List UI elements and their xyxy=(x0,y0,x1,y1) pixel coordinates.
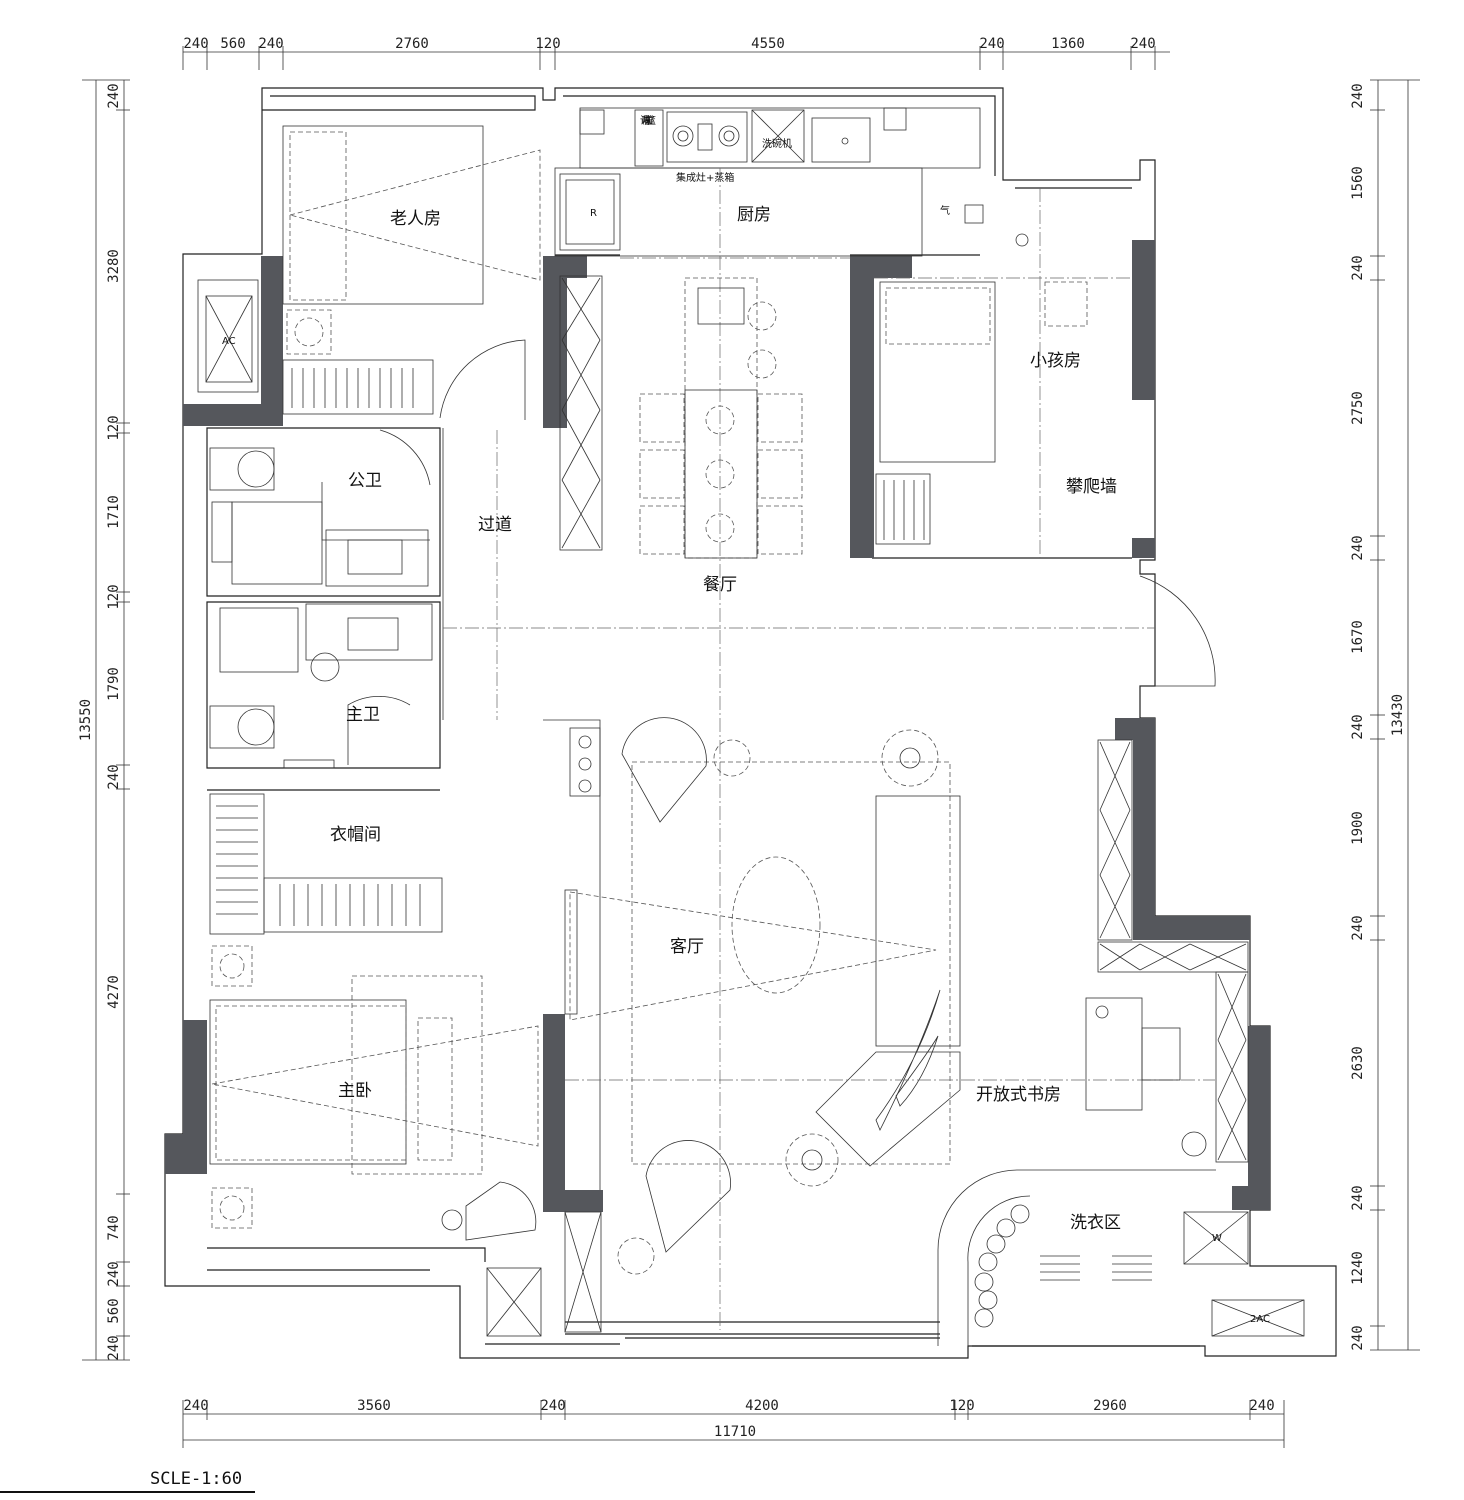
dishwasher-label: 洗碗机 xyxy=(762,137,792,150)
cloakroom: 衣帽间 xyxy=(209,793,443,935)
scale-note: SCLE-1:60 xyxy=(0,1469,255,1493)
master-bath-label: 主卫 xyxy=(346,705,380,725)
dim-bottom-5: 120 xyxy=(949,1398,974,1414)
dim-right-total: 13430 xyxy=(1390,694,1406,736)
dim-left-11: 560 xyxy=(106,1298,122,1323)
dim-left-10: 240 xyxy=(106,1261,122,1286)
dim-right-6: 1670 xyxy=(1350,620,1366,654)
dim-right-8: 1900 xyxy=(1350,811,1366,845)
kitchen-fixtures: R 调味拉篮 集成灶+蒸箱 洗碗机 气 厨房 xyxy=(554,107,984,1330)
public-bath: 公卫 xyxy=(209,429,431,587)
dim-bottom-4: 4200 xyxy=(745,1398,779,1414)
dim-right-10: 2630 xyxy=(1350,1046,1366,1080)
ac-label-2: 2AC xyxy=(1250,1314,1270,1325)
elder-room: 老人房 xyxy=(282,125,541,420)
master-bedroom-label: 主卧 xyxy=(338,1081,372,1101)
master-bedroom: 主卧 xyxy=(209,945,542,1337)
dim-top-1: 240 xyxy=(183,36,208,52)
dim-left-9: 740 xyxy=(106,1215,122,1240)
living-room-label: 客厅 xyxy=(670,937,704,957)
seasoning-basket-label: 调味拉篮 xyxy=(640,114,656,127)
washer-label: W xyxy=(1212,1233,1222,1244)
dim-top-9: 240 xyxy=(1130,36,1155,52)
open-study-label: 开放式书房 xyxy=(976,1085,1061,1105)
dim-top-8: 1360 xyxy=(1051,36,1085,52)
dim-right-4: 2750 xyxy=(1350,391,1366,425)
dim-top-2: 560 xyxy=(220,36,245,52)
dim-left-12: 240 xyxy=(106,1335,122,1360)
dim-bottom-2: 3560 xyxy=(357,1398,391,1414)
dim-left-6: 1790 xyxy=(106,667,122,701)
dining-label: 餐厅 xyxy=(703,575,737,595)
dimension-top: 240 560 240 2760 120 4550 240 1360 240 xyxy=(182,36,1170,70)
walls xyxy=(164,87,1337,1359)
dim-right-7: 240 xyxy=(1350,714,1366,739)
dim-right-3: 240 xyxy=(1350,255,1366,280)
elder-room-label: 老人房 xyxy=(390,209,441,229)
dim-right-11: 240 xyxy=(1350,1185,1366,1210)
dim-right-12: 1240 xyxy=(1350,1251,1366,1285)
laundry: W 2AC 洗衣区 xyxy=(967,1195,1305,1346)
dim-left-3: 120 xyxy=(106,415,122,440)
dim-top-6: 4550 xyxy=(751,36,785,52)
dim-left-4: 1710 xyxy=(106,495,122,529)
ac-label: AC xyxy=(222,336,236,347)
corridor-label: 过道 xyxy=(478,515,512,535)
dim-top-4: 2760 xyxy=(395,36,429,52)
structural-columns xyxy=(165,240,1270,1212)
kitchen-label: 厨房 xyxy=(737,205,771,225)
dim-left-8: 4270 xyxy=(106,975,122,1009)
dimension-right: 240 1560 240 2750 240 1670 240 1900 240 … xyxy=(1350,79,1420,1351)
master-bath: 主卫 xyxy=(209,603,433,769)
living-room: 客厅 xyxy=(564,717,1215,1333)
dim-left-total: 13550 xyxy=(78,699,94,741)
kids-room: 小孩房 攀爬墙 xyxy=(874,188,1216,687)
kids-room-label: 小孩房 xyxy=(1030,351,1081,371)
dim-left-2: 3280 xyxy=(106,249,122,283)
dim-bottom-1: 240 xyxy=(183,1398,208,1414)
dim-left-7: 240 xyxy=(106,764,122,789)
dimension-left: 240 3280 120 1710 120 1790 240 4270 740 … xyxy=(78,79,130,1361)
integrated-stove-label: 集成灶+蒸箱 xyxy=(676,171,734,184)
dim-top-7: 240 xyxy=(979,36,1004,52)
dim-bottom-7: 240 xyxy=(1249,1398,1274,1414)
dim-right-1: 240 xyxy=(1350,83,1366,108)
dim-bottom-total: 11710 xyxy=(714,1424,756,1440)
ac-unit-left: AC xyxy=(197,279,259,393)
dim-bottom-3: 240 xyxy=(540,1398,565,1414)
dim-left-1: 240 xyxy=(106,83,122,108)
dim-right-5: 240 xyxy=(1350,535,1366,560)
open-study: 开放式书房 xyxy=(937,739,1249,1346)
cloakroom-label: 衣帽间 xyxy=(330,825,381,845)
dim-bottom-6: 2960 xyxy=(1093,1398,1127,1414)
fridge-label: R xyxy=(590,208,597,219)
dim-top-3: 240 xyxy=(258,36,283,52)
scale-label: SCLE-1:60 xyxy=(150,1469,242,1489)
dining-area: 过道 餐厅 xyxy=(443,275,1155,720)
gas-label: 气 xyxy=(940,204,950,217)
dim-right-13: 240 xyxy=(1350,1325,1366,1350)
dim-top-5: 120 xyxy=(535,36,560,52)
dim-right-2: 1560 xyxy=(1350,166,1366,200)
public-bath-label: 公卫 xyxy=(348,471,382,491)
dim-right-9: 240 xyxy=(1350,915,1366,940)
laundry-label: 洗衣区 xyxy=(1070,1213,1121,1233)
climbing-wall-label: 攀爬墙 xyxy=(1066,477,1117,497)
dimension-bottom: 240 3560 240 4200 120 2960 240 11710 xyxy=(182,1398,1285,1448)
dim-left-5: 120 xyxy=(106,584,122,609)
